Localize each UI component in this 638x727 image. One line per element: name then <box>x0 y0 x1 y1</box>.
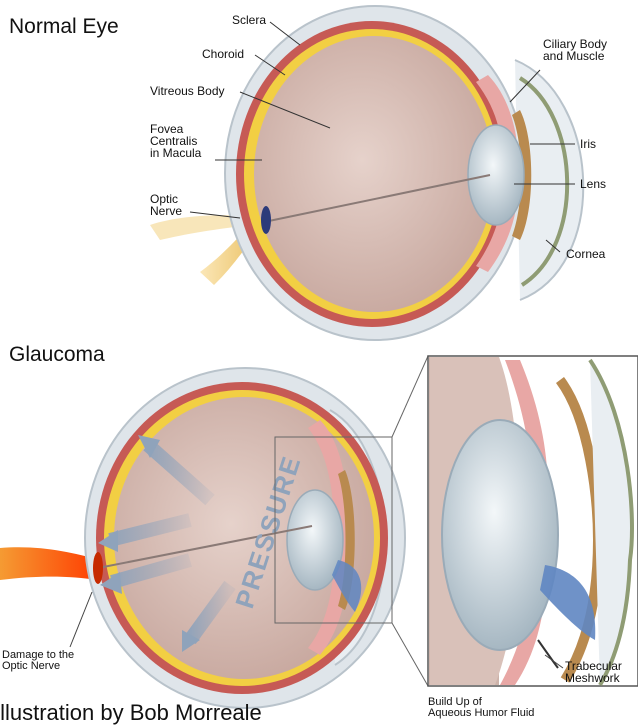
vitreous-body-label: Vitreous Body <box>150 85 225 97</box>
lens-shape <box>468 125 524 225</box>
aqueous-humor-label: Build Up of Aqueous Humor Fluid <box>428 697 534 719</box>
ciliary-body-label: Ciliary Body and Muscle <box>543 38 607 62</box>
cornea-label: Cornea <box>566 248 605 260</box>
choroid-label: Choroid <box>202 48 244 60</box>
inset-closeup <box>428 356 638 686</box>
iris-label: Iris <box>580 138 596 150</box>
vitreous-shape <box>254 36 494 312</box>
illustration-credit: Illustration by Bob Morreale <box>0 700 262 726</box>
normal-eye-title: Normal Eye <box>9 15 119 39</box>
fovea-label: Fovea Centralis in Macula <box>150 123 201 159</box>
inset-lens-shape <box>442 420 558 650</box>
optic-nerve-label: Optic Nerve <box>150 193 182 217</box>
glaucoma-title: Glaucoma <box>9 343 105 367</box>
damage-optic-nerve-label: Damage to the Optic Nerve <box>2 650 74 672</box>
lens-label: Lens <box>580 178 606 190</box>
trabecular-meshwork-label: Trabecular Meshwork <box>565 660 622 684</box>
sclera-label: Sclera <box>232 14 266 26</box>
